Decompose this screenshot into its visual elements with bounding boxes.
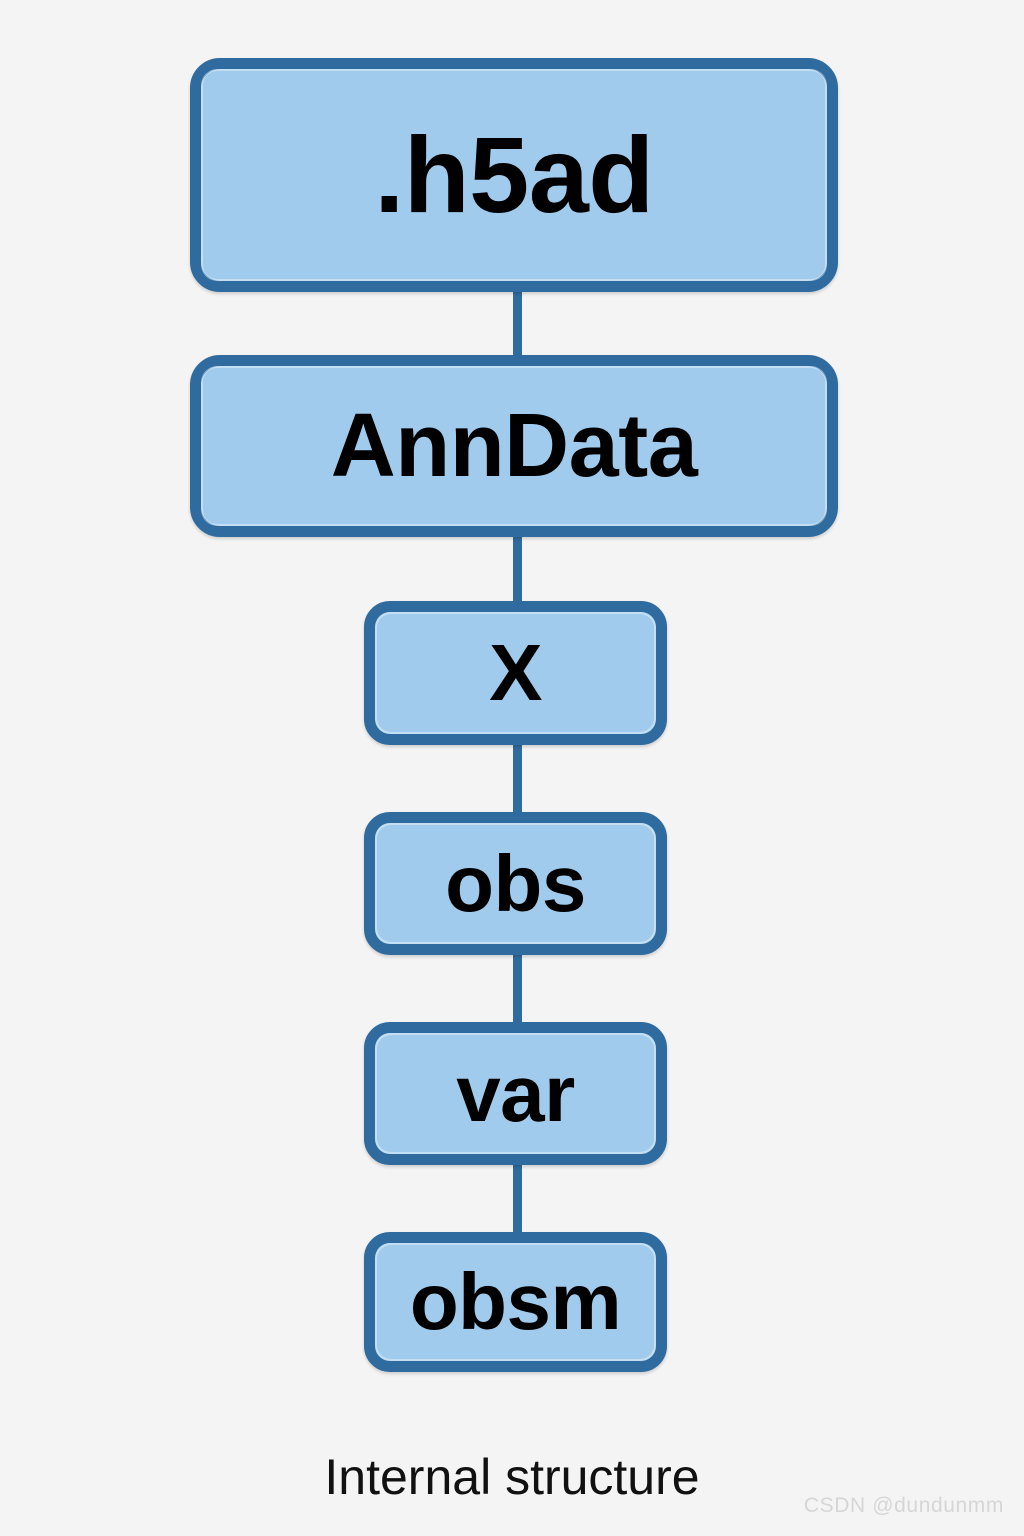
- node-var[interactable]: var: [364, 1022, 667, 1165]
- watermark-text: CSDN @dundunmm: [803, 1494, 1004, 1517]
- connector-obs-to-var: [513, 951, 522, 1026]
- node-obsm[interactable]: obsm: [364, 1232, 667, 1372]
- node-x-label: X: [489, 628, 542, 717]
- node-anndata[interactable]: AnnData: [190, 355, 838, 537]
- connector-h5ad-to-anndata: [513, 288, 522, 360]
- node-anndata-label: AnnData: [330, 396, 698, 496]
- node-h5ad-label: .h5ad: [374, 114, 654, 235]
- diagram-caption: Internal structure: [324, 1449, 700, 1505]
- connector-anndata-to-x: [513, 533, 522, 605]
- node-obs[interactable]: obs: [364, 812, 667, 955]
- connector-var-to-obsm: [513, 1161, 522, 1236]
- node-obsm-label: obsm: [409, 1257, 622, 1346]
- node-x[interactable]: X: [364, 601, 667, 745]
- connector-x-to-obs: [513, 741, 522, 816]
- node-var-label: var: [456, 1048, 575, 1138]
- node-obs-label: obs: [445, 838, 586, 928]
- node-h5ad[interactable]: .h5ad: [190, 58, 838, 292]
